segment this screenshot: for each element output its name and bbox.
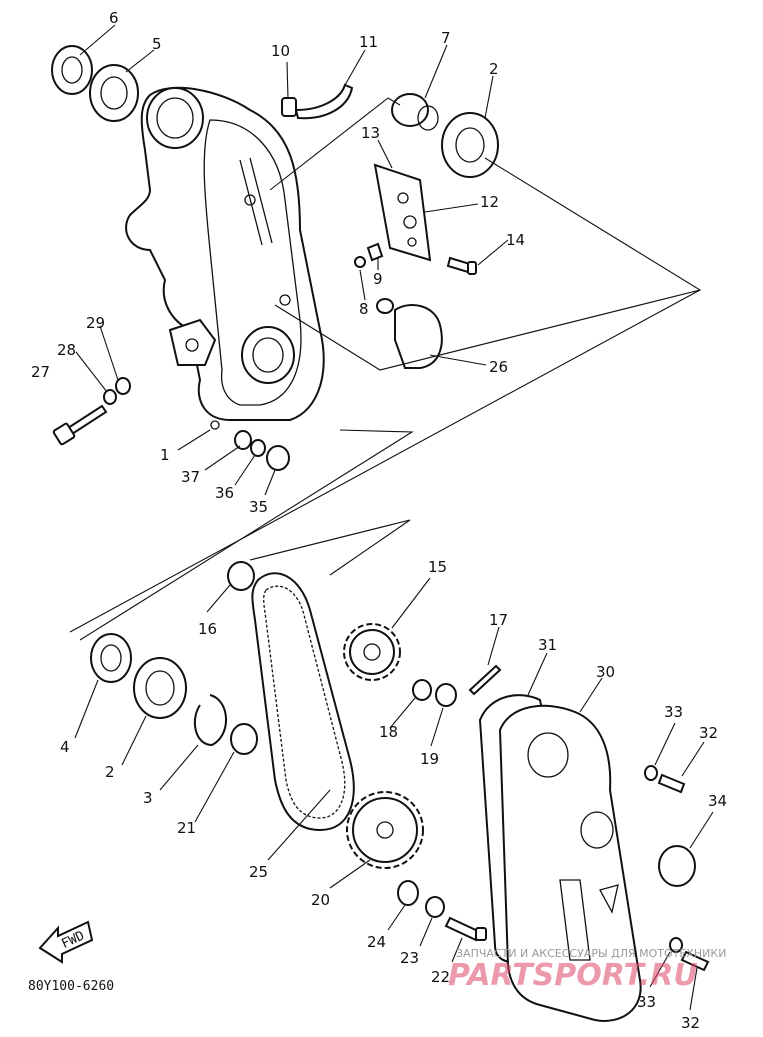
callout-35: 35	[249, 498, 268, 516]
callout-10: 10	[271, 42, 290, 60]
plate-12-13	[373, 163, 432, 262]
callout-9: 9	[373, 270, 383, 288]
callout-8: 8	[359, 300, 369, 318]
callout-14: 14	[506, 231, 525, 249]
washer-18	[412, 679, 432, 701]
bearing-4	[90, 633, 132, 683]
bolt-27	[52, 377, 131, 446]
screw-8-9	[354, 242, 384, 268]
callout-25: 25	[249, 863, 268, 881]
sprocket-20	[346, 791, 424, 869]
washer-24	[397, 880, 419, 906]
fwd-arrow-icon: FWD	[38, 920, 94, 964]
callout-7: 7	[441, 29, 451, 47]
callout-20: 20	[311, 891, 330, 909]
callout-16: 16	[198, 620, 217, 638]
callout-37: 37	[181, 468, 200, 486]
bolt-32-upper	[644, 765, 686, 794]
callout-36: 36	[215, 484, 234, 502]
bearing-5	[89, 64, 139, 122]
bolt-22	[444, 916, 487, 942]
callout-6: 6	[109, 9, 119, 27]
bearing-2-lower	[133, 657, 187, 719]
callout-1: 1	[160, 446, 170, 464]
callout-13: 13	[361, 124, 380, 142]
circlip-3	[193, 694, 227, 747]
callout-19: 19	[420, 750, 439, 768]
diagram-code: 80Y100-6260	[28, 979, 114, 994]
callout-34: 34	[708, 792, 727, 810]
callout-33-upper: 33	[664, 703, 683, 721]
callout-32-upper: 32	[699, 724, 718, 742]
cover-30	[498, 704, 642, 1022]
plug-34	[658, 845, 696, 887]
callout-11: 11	[359, 33, 378, 51]
callout-18: 18	[379, 723, 398, 741]
callout-28: 28	[57, 341, 76, 359]
callout-23: 23	[400, 949, 419, 967]
bolt-14	[446, 256, 477, 275]
callout-5: 5	[152, 35, 162, 53]
callout-22: 22	[431, 968, 450, 986]
watermark-caption: ЗАПЧАСТИ И АКСЕССУАРЫ ДЛЯ МОТОТЕХНИКИ	[456, 947, 726, 960]
callout-17: 17	[489, 611, 508, 629]
callout-3: 3	[143, 789, 153, 807]
bolt-32-lower	[669, 937, 710, 972]
callout-12: 12	[480, 193, 499, 211]
collar-16	[227, 561, 255, 591]
chain-25	[251, 572, 355, 832]
callout-31: 31	[538, 636, 557, 654]
callout-29: 29	[86, 314, 105, 332]
nut-23	[425, 896, 445, 918]
sprocket-15	[343, 623, 401, 681]
watermark-logo: PARTSPORT.RU	[448, 958, 698, 993]
callouts: 6 5 10 11 7 2 13 12 14 9 8 26 29 28 27 1…	[31, 9, 727, 1032]
chaincase-housing	[125, 86, 325, 430]
seal-6	[51, 45, 93, 95]
breather-hose-10-11	[281, 83, 354, 120]
callout-4: 4	[60, 738, 70, 756]
callout-15: 15	[428, 558, 447, 576]
collar-7	[391, 93, 439, 131]
callout-30: 30	[596, 663, 615, 681]
callout-26: 26	[489, 358, 508, 376]
callout-24: 24	[367, 933, 386, 951]
callout-21: 21	[177, 819, 196, 837]
bearing-2-top	[441, 112, 499, 178]
tensioner-26	[376, 298, 443, 369]
callout-2-top: 2	[489, 60, 499, 78]
callout-32-lower: 32	[681, 1014, 700, 1032]
washers-35-36-37	[234, 430, 290, 471]
callout-27: 27	[31, 363, 50, 381]
cotter-pin-17	[468, 664, 502, 696]
nut-19	[435, 683, 457, 707]
callout-33-lower: 33	[637, 993, 656, 1011]
collar-21	[230, 723, 258, 755]
leader-lines	[69, 24, 714, 1011]
callout-2-lower: 2	[105, 763, 115, 781]
